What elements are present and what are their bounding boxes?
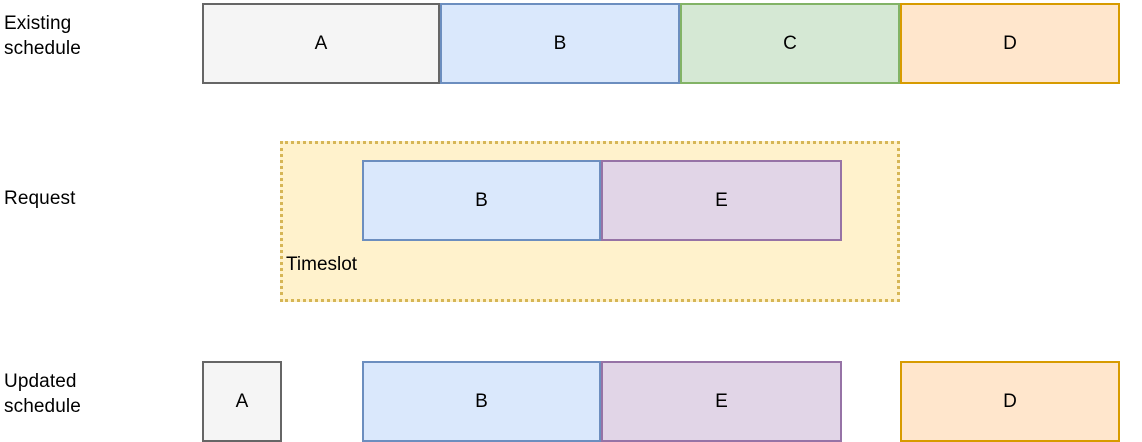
timeslot-label: Timeslot	[286, 254, 358, 275]
row-label-existing-schedule: Existing schedule	[4, 13, 81, 59]
block-request-b[interactable]: B	[362, 160, 601, 241]
block-request-e[interactable]: E	[601, 160, 842, 241]
block-existing-schedule-c[interactable]: C	[680, 3, 900, 84]
block-existing-schedule-b[interactable]: B	[440, 3, 680, 84]
block-updated-schedule-e[interactable]: E	[601, 361, 842, 442]
block-updated-schedule-b[interactable]: B	[362, 361, 601, 442]
block-existing-schedule-d[interactable]: D	[900, 3, 1120, 84]
row-label-request: Request	[4, 188, 76, 209]
row-label-updated-schedule: Updated schedule	[4, 371, 81, 417]
block-updated-schedule-a[interactable]: A	[202, 361, 282, 442]
block-updated-schedule-d[interactable]: D	[900, 361, 1120, 442]
block-existing-schedule-a[interactable]: A	[202, 3, 440, 84]
